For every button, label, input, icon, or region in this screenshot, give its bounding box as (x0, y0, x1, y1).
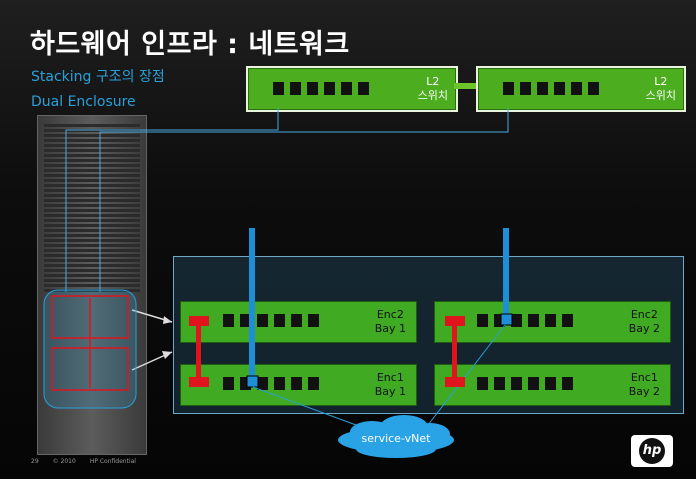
subtitle-dual-enclosure: Dual Enclosure (31, 94, 136, 110)
uplink-line-2 (99, 108, 509, 292)
rack-slot (44, 184, 140, 187)
rack-slot (44, 244, 140, 247)
rack-slot (44, 269, 140, 272)
rack-slot (44, 159, 140, 162)
uplink-line-1 (65, 108, 279, 292)
rack-slot (44, 234, 140, 237)
rack-slot (44, 274, 140, 277)
subtitle-stacking: Stacking 구조의 장점 (31, 69, 165, 85)
rack-slot (44, 134, 140, 137)
rack-slot (44, 209, 140, 212)
stack-link-bay2 (452, 322, 457, 378)
rack-slot (44, 204, 140, 207)
rack-slot (44, 194, 140, 197)
uplink-bay2 (503, 228, 509, 320)
rack-slot (44, 169, 140, 172)
stack-link-bay1 (196, 322, 201, 378)
service-vnet-cloud (338, 415, 454, 458)
switch-label: L2 스위치 (645, 75, 676, 102)
rack-slot (44, 139, 140, 142)
rack-slot (44, 154, 140, 157)
rack-slot (44, 149, 140, 152)
rack-slot (44, 179, 140, 182)
rack-slot (44, 224, 140, 227)
switch-interlink (454, 83, 476, 89)
rack-slot (44, 264, 140, 267)
rack-slot (44, 164, 140, 167)
switch-ports (503, 82, 605, 101)
rack-slot (44, 249, 140, 252)
switch-label: L2 스위치 (417, 75, 448, 102)
rack-slot (44, 199, 140, 202)
rack-slot (44, 124, 140, 127)
rack-slot (44, 219, 140, 222)
rack-slot (44, 254, 140, 257)
l2-switch-2: L2 스위치 (476, 66, 686, 112)
switch-ports (273, 82, 375, 101)
rack-slot (44, 259, 140, 262)
rack-slot (44, 189, 140, 192)
rack-slot (44, 284, 140, 287)
rack-slot (44, 279, 140, 282)
l2-switch-1: L2 스위치 (246, 66, 458, 112)
rack-slot (44, 229, 140, 232)
hp-logo: hp (631, 435, 673, 467)
rack-slot (44, 214, 140, 217)
cloud-label: service-vNet (361, 432, 431, 445)
uplink-bay1 (249, 228, 255, 383)
rack-slot (44, 174, 140, 177)
rack-slot (44, 144, 140, 147)
rack-slot (44, 239, 140, 242)
page-title: 하드웨어 인프라 : 네트워크 (30, 29, 350, 60)
